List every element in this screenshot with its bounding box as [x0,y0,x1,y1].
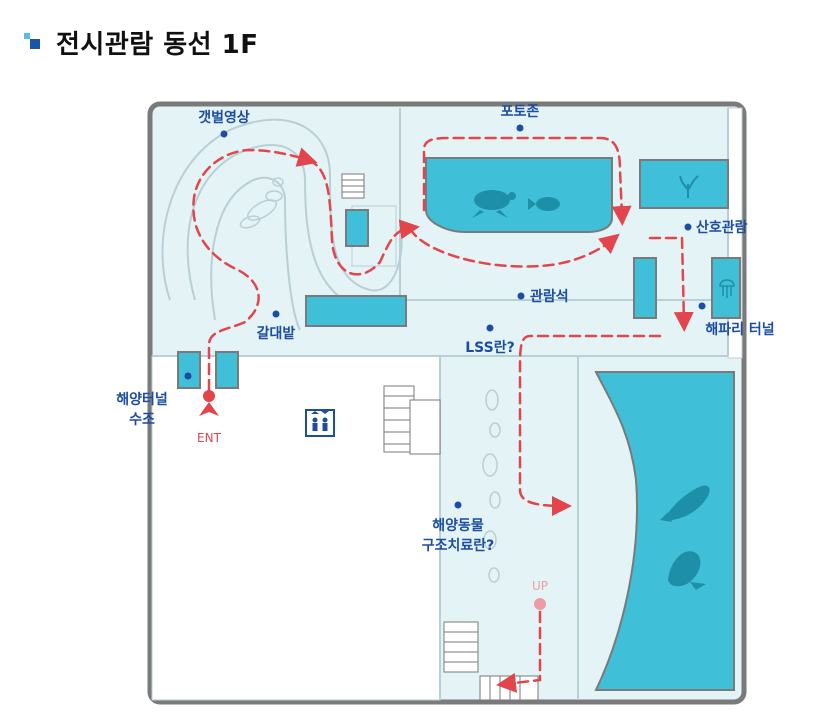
entrance-marker [199,390,219,416]
label-coral-viewing: 산호관람 [696,219,748,236]
ocean-tunnel-tank-left [177,351,201,389]
jellyfish-tank-left [633,257,657,319]
seal-icon [668,551,706,590]
label-mudflat-field: 갈대밭 [257,325,296,342]
title-bullet-icon [24,33,42,51]
label-ocean-tunnel-line2: 수조 [129,412,155,428]
jellyfish-tank-right [711,257,741,319]
turtle-icon [472,190,516,218]
ocean-tunnel-tank-right [215,351,239,389]
coral-icon [679,175,699,198]
small-tank [345,209,369,247]
label-up: UP [532,579,548,593]
dot-jellyfish-tunnel [698,302,706,310]
seal-icon [660,485,710,522]
jellyfish-icon [719,279,735,298]
dot-gaebeol-video [220,130,228,138]
page-title: 전시관람 동선 1F [56,29,259,60]
seal-tank [594,371,735,691]
location-dots [184,124,706,509]
water-tanks [177,157,741,691]
label-ocean-tunnel-line1: 해양터널 [116,392,168,408]
mudflat-pebbles [239,177,284,229]
dot-mudflat-field [272,310,280,318]
label-gaebeol-video: 갯벌영상 [198,109,250,126]
winding-walkway [161,118,403,331]
photo-zone-tank [425,157,613,233]
dot-photo-zone [516,124,524,132]
dot-lss-room [486,324,494,332]
dot-marine-rescue [454,501,462,509]
label-jellyfish-tunnel: 해파리 터널 [705,322,774,338]
label-lss-room: LSS란? [465,339,514,356]
label-entrance: ENT [197,431,222,445]
visitor-route [192,136,694,693]
dot-seating [517,292,525,300]
walkway-tank [305,295,407,327]
dot-ocean-tunnel [184,372,192,380]
dot-coral-viewing [684,223,692,231]
label-photo-zone: 포토존 [501,104,540,120]
elevator-icon [305,409,335,437]
label-marine-rescue-line1: 해양동물 [432,518,484,534]
label-marine-rescue-line2: 구조치료란? [422,537,495,554]
up-marker [534,598,546,610]
page-header: 전시관람 동선 1F [24,22,258,62]
fish-icon [528,197,560,211]
corridor-pebbles [482,389,501,583]
label-seating: 관람석 [530,288,569,305]
